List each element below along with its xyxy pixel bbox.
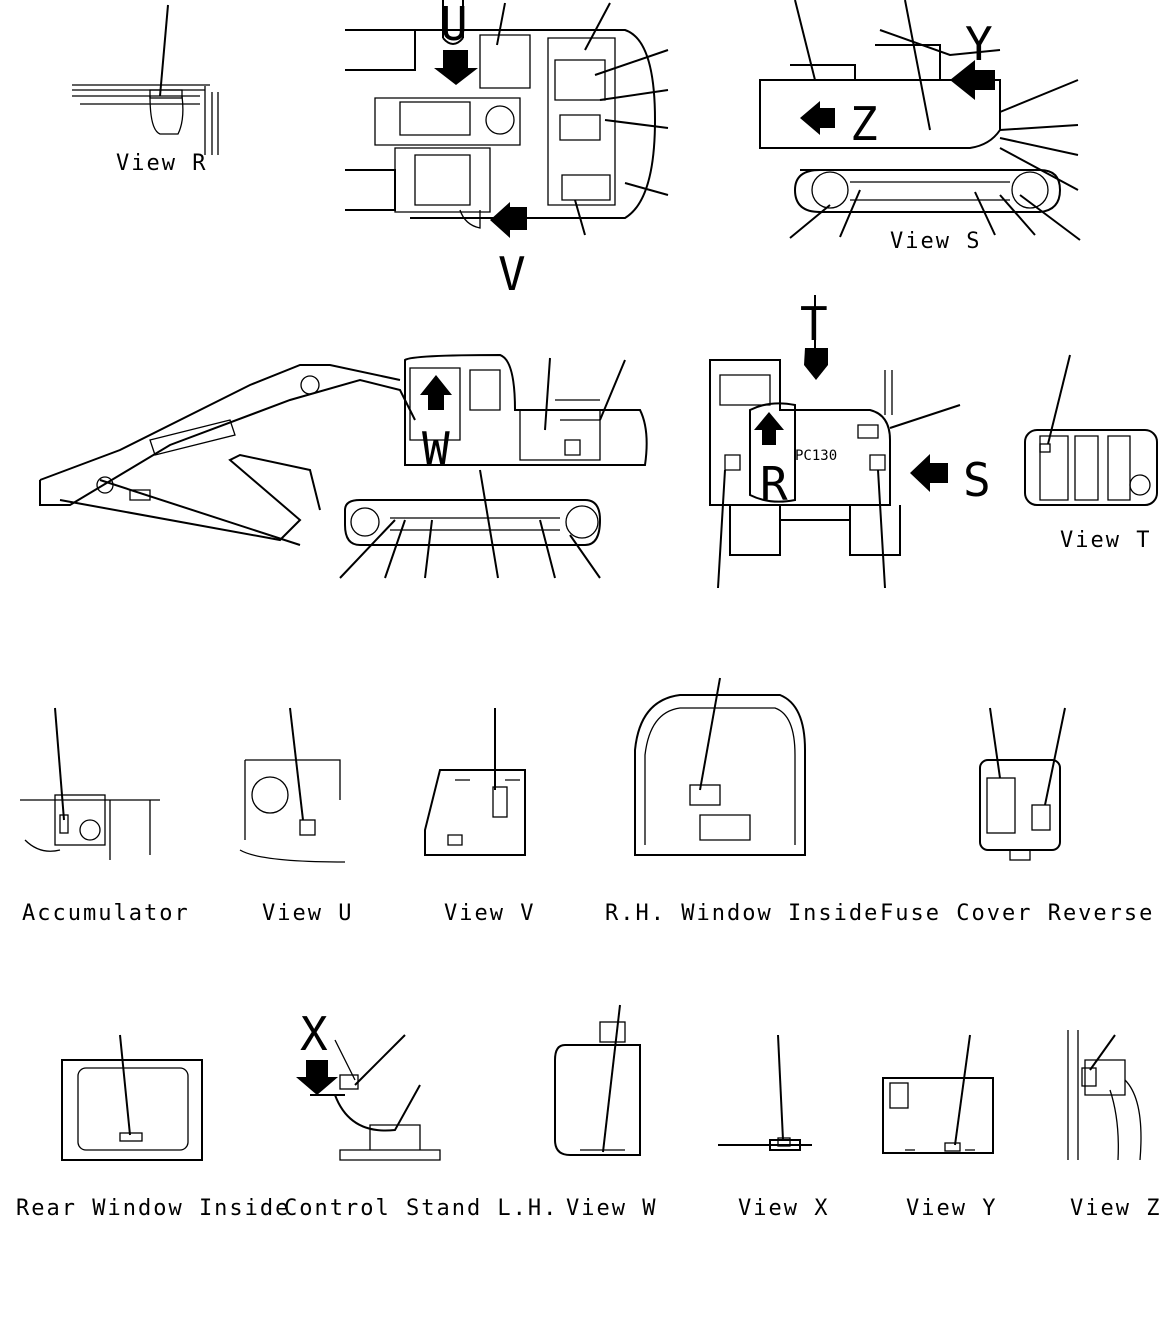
view-y-caption: View Y [906, 1196, 997, 1221]
arrow-x-label: X [300, 1007, 328, 1061]
view-x-detail: View X [718, 1034, 829, 1221]
arrow-y-label: Y [965, 17, 993, 71]
view-x-caption: View X [738, 1196, 829, 1221]
view-u-detail: View U [239, 707, 353, 926]
view-v-caption: View V [444, 901, 535, 926]
view-w-detail: View W [554, 1004, 657, 1221]
view-s-caption: View S [890, 229, 981, 254]
side-view-machine: W [39, 353, 648, 579]
view-t-detail: View T [1024, 354, 1158, 553]
arrow-v-label: V [498, 247, 526, 301]
arrow-r-label: R [760, 457, 788, 511]
top-view: U V [345, 0, 669, 301]
view-s-detail: Z Y View S [759, 0, 1081, 254]
fuse-cover-detail: Fuse Cover Reverse Side [880, 707, 1170, 926]
fuse-cover-caption: Fuse Cover Reverse Side [880, 901, 1170, 926]
view-r-detail: View R [72, 4, 219, 176]
arrow-u-label: U [440, 0, 468, 51]
arrow-z-label: Z [850, 97, 878, 151]
arrow-t-label: T [800, 297, 828, 351]
rh-window-inside-caption: R.H. Window Inside [605, 901, 879, 926]
view-v-detail: View V [424, 708, 535, 926]
rear-window-inside-caption: Rear Window Inside [16, 1196, 290, 1221]
view-z-detail: View Z [1067, 1030, 1161, 1221]
arrow-s-label: S [963, 453, 991, 507]
view-w-caption: View W [566, 1196, 657, 1221]
control-stand-lh-caption: Control Stand L.H. [284, 1196, 558, 1221]
view-r-caption: View R [116, 151, 207, 176]
accumulator-caption: Accumulator [22, 901, 190, 926]
rh-window-inside-detail: R.H. Window Inside [605, 677, 879, 926]
arrow-w-label: W [422, 422, 450, 476]
machine-lettering: PC130 [795, 448, 837, 464]
view-u-caption: View U [262, 901, 353, 926]
accumulator-detail: Accumulator [20, 707, 190, 926]
rear-window-inside-detail: Rear Window Inside [16, 1034, 290, 1221]
control-stand-lh-detail: X Control Stand L.H. [284, 1007, 558, 1221]
rear-view-machine: PC130 T R S [709, 295, 991, 589]
view-t-caption: View T [1060, 528, 1151, 553]
view-y-detail: View Y [882, 1034, 997, 1221]
view-z-caption: View Z [1070, 1196, 1161, 1221]
